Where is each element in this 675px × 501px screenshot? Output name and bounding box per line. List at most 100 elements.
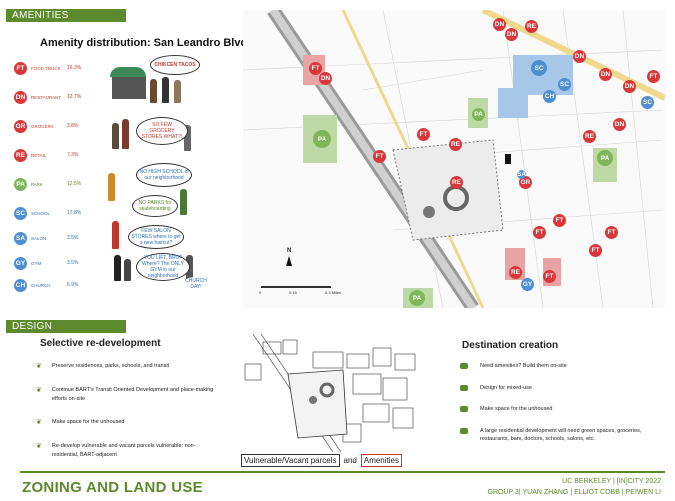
map-marker-sc: SC — [558, 78, 571, 91]
map-marker-ft: FT — [589, 244, 602, 257]
map-marker-ft: FT — [373, 150, 386, 163]
speech-bubble-icon — [460, 406, 468, 412]
right-bullet-text: Make space for the unhoused — [480, 406, 553, 412]
school-badge: SC — [14, 206, 27, 220]
map-scale-label: 0 — [259, 290, 262, 295]
speech-bubble-school: NO HIGH SCHOOL in our neighborhood — [136, 163, 192, 187]
footer-divider — [20, 471, 665, 473]
map-scale-label: 0.15 — [289, 290, 297, 295]
left-bullet-text: Preserve residences, parks, schools, and… — [52, 363, 170, 369]
speech-bubble-grocery: SO FEW GROCERY STORES WHAT?! — [136, 117, 188, 145]
map-marker-sc: SC — [641, 96, 654, 109]
gym-badge: GY — [14, 256, 27, 270]
map-marker-dn: DN — [319, 72, 332, 85]
left-bullet: ❦ Make space for the unhoused — [36, 418, 216, 427]
person-figure — [184, 125, 191, 151]
map-scale-label: 0.3 Miles — [325, 290, 342, 295]
map-marker-ch: CH — [543, 90, 556, 103]
amenity-name: RETAIL — [31, 152, 47, 158]
mini-map-legend: Vulnerable/Vacant parcels and Amenities — [241, 454, 402, 467]
speech-bubble-tacos: CHIKCEN TACOS — [150, 55, 200, 75]
footer-institution: UC BERKELEY | [IN]CITY 2022 — [562, 478, 661, 485]
map-marker-ft: FT — [533, 226, 546, 239]
map-svg — [243, 10, 665, 308]
map-marker-sa: SA — [516, 170, 527, 179]
footer-authors: GROUP 3| YUAN ZHANG | ELLIOT COBB | PEIW… — [487, 489, 662, 496]
right-bullet: Make space for the unhoused — [460, 405, 650, 413]
person-figure — [114, 255, 121, 281]
speech-bubble-icon — [460, 428, 468, 434]
amenity-percent: 16.3% — [67, 65, 82, 71]
parcel-mini-map — [243, 334, 423, 452]
map-marker-pa: PA — [597, 150, 613, 166]
amenity-name: RESTAURANT — [31, 94, 62, 100]
map-marker-gy: GY — [521, 278, 534, 291]
map-marker-pa: PA — [313, 130, 331, 148]
amenity-percent: 12.5% — [67, 181, 82, 187]
section-header-design: DESIGN IMPLICATIONS — [6, 320, 126, 345]
map-marker-dn: DN — [623, 80, 636, 93]
left-bullet-text: Continue BART's Transit Oriented Develop… — [51, 387, 214, 402]
map-marker-ft: FT — [309, 62, 322, 75]
left-bullet-text: Re-develop vulnerable and vacant parcels… — [51, 443, 196, 458]
map-marker-re: RE — [525, 20, 538, 33]
amenity-name: FOOD TRUCK — [31, 65, 61, 71]
right-bullet-text: Design for mixed-use — [480, 385, 532, 391]
legend-and: and — [343, 456, 357, 465]
amenity-row-school: SC SCHOOL 17.8% — [14, 205, 81, 221]
map-marker-dn: DN — [493, 18, 506, 31]
speech-bubble-salon: FEW SALON STORES where to get a new hair… — [128, 225, 184, 249]
leaf-icon: ❦ — [36, 387, 42, 394]
right-bullet: Design for mixed-use — [460, 384, 650, 392]
map-marker-ft: FT — [605, 226, 618, 239]
map-marker-re: RE — [450, 176, 463, 189]
person-figure — [124, 259, 131, 281]
map-marker-ft: FT — [553, 214, 566, 227]
speech-bubble-icon — [460, 363, 468, 369]
person-figure — [174, 80, 181, 103]
map-north-arrow: N — [287, 248, 292, 254]
amenity-percent: 3.5% — [67, 260, 79, 266]
person-figure — [150, 79, 157, 103]
right-bullet-text: A large residential development will nee… — [480, 428, 642, 442]
amenity-name: CHURCH — [31, 282, 51, 288]
section-header-amenities: AMENITIES — [6, 9, 126, 22]
map-scale-bar — [261, 286, 331, 288]
map-marker-re: RE — [509, 266, 522, 279]
people-illustration: CHIKCEN TACOS SO FEW GROCERY STORES WHAT… — [100, 55, 210, 291]
map-north-arrow-icon — [286, 256, 292, 266]
map-marker-re: RE — [583, 130, 596, 143]
legend-amenities: Amenities — [360, 454, 402, 467]
map-marker-ft: FT — [543, 270, 556, 283]
speech-bubble-parks: NO PARKS for skateboarding — [132, 195, 178, 217]
person-figure — [162, 77, 169, 103]
left-bullet: ❦ Re-develop vulnerable and vacant parce… — [36, 442, 216, 460]
amenity-row-retail: RE RETAIL 7.3% — [14, 147, 78, 163]
amenity-row-salon: SA SALON 3.5% — [14, 230, 78, 246]
right-bullet-text: Need amenities? Build them on-site — [480, 363, 567, 369]
amenity-row-grocery: GR GROCERY 3.8% — [14, 118, 78, 134]
map-marker-pa: PA — [472, 108, 485, 121]
amenity-name: PARK — [31, 181, 43, 187]
park-badge: PA — [14, 177, 27, 191]
map-marker-sc: SC — [531, 60, 547, 76]
amenity-distribution-title: Amenity distribution: San Leandro Blvd. — [40, 37, 251, 49]
person-figure — [180, 189, 187, 215]
amenity-map: N 0 0.15 0.3 Miles FT DN PA FT FT RE RE … — [243, 10, 665, 308]
selective-redevelopment-title: Selective re-development — [40, 338, 161, 349]
right-bullet: Need amenities? Build them on-site — [460, 362, 650, 370]
right-bullet: A large residential development will nee… — [460, 427, 650, 443]
amenity-row-church: CH CHURCH 6.9% — [14, 277, 78, 293]
amenity-percent: 3.8% — [67, 123, 79, 129]
leaf-icon: ❦ — [36, 419, 42, 426]
amenity-row-restaurant: DN RESTAURANT 12.7% — [14, 89, 81, 105]
restaurant-badge: DN — [14, 90, 27, 104]
map-marker-dn: DN — [599, 68, 612, 81]
amenity-percent: 12.7% — [67, 94, 82, 100]
legend-vulnerable-parcels: Vulnerable/Vacant parcels — [241, 454, 340, 467]
amenity-name: SCHOOL — [31, 210, 51, 216]
leaf-icon: ❦ — [36, 443, 42, 450]
destination-creation-title: Destination creation — [462, 340, 559, 351]
amenity-name: GROCERY — [31, 123, 54, 129]
map-marker-dn: DN — [573, 50, 586, 63]
